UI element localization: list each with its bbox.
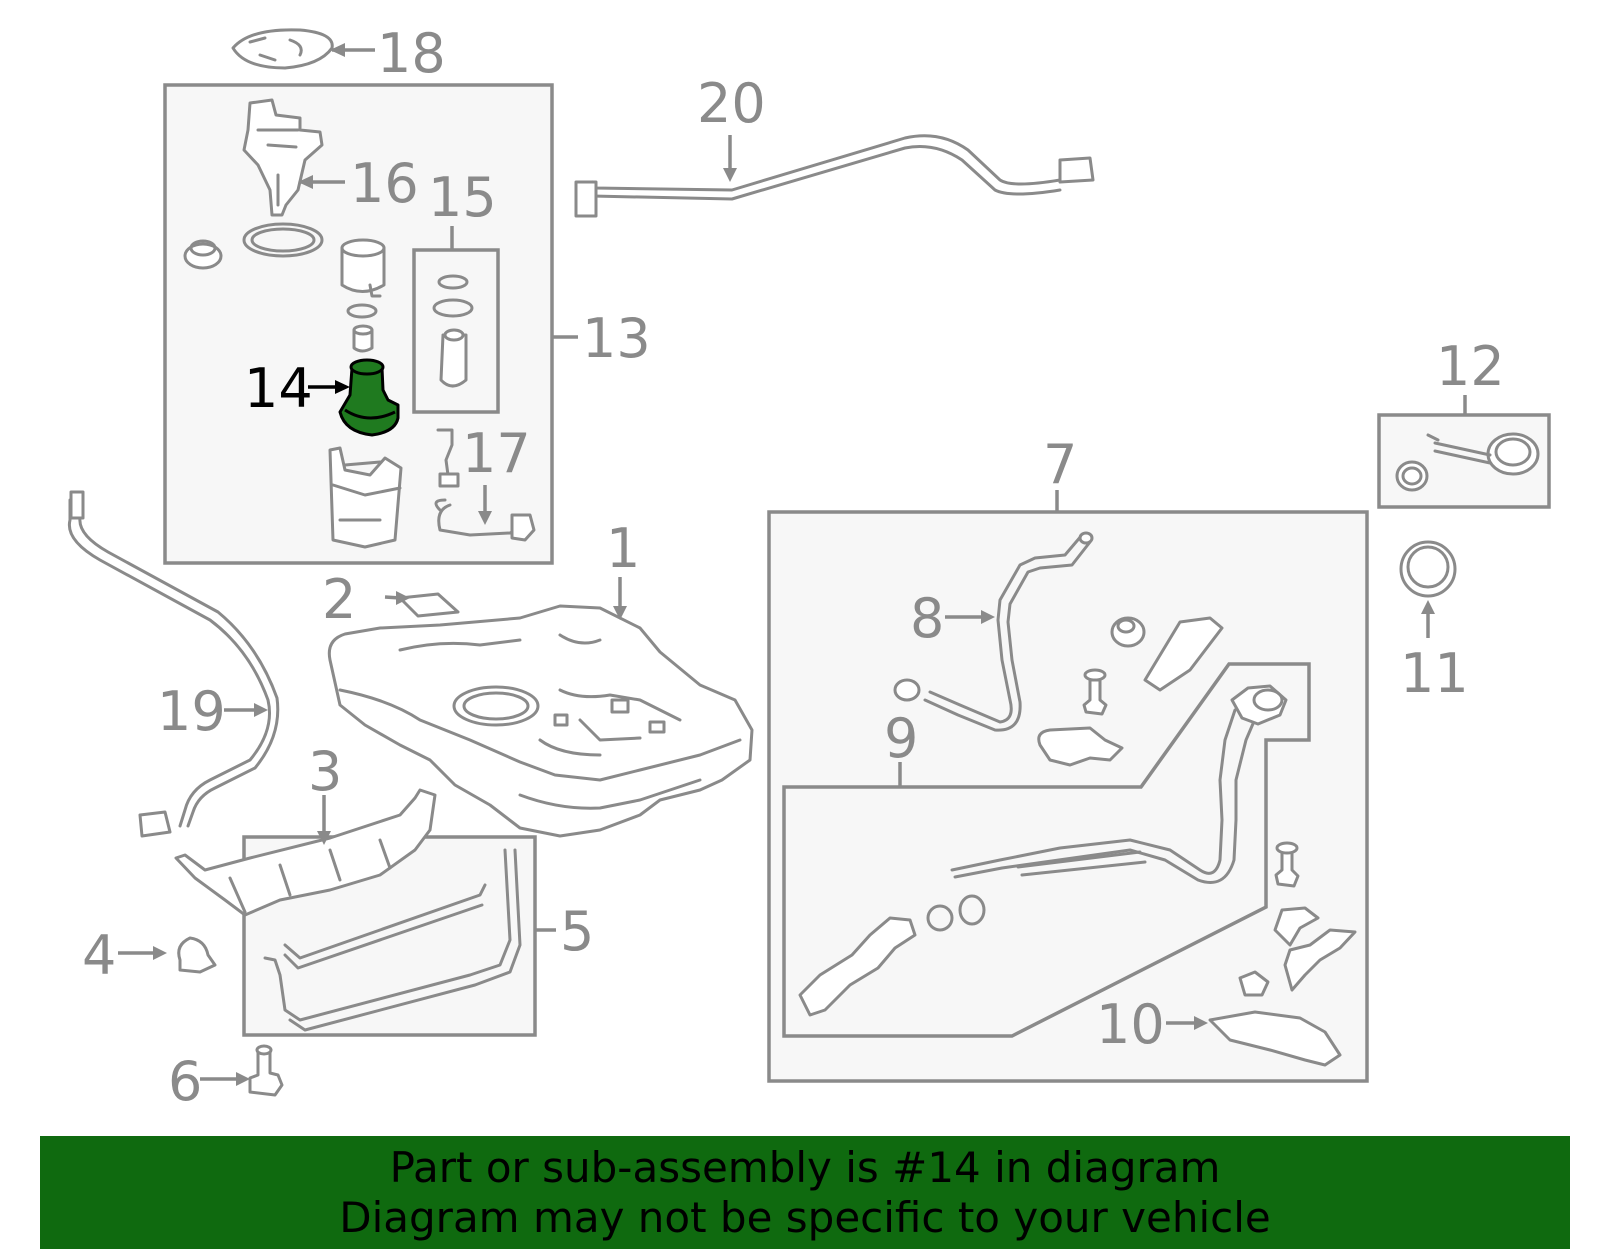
part-15-regulator: [439, 328, 468, 388]
part-valve: [1037, 726, 1124, 767]
callout-19: 19: [157, 680, 226, 743]
banner-line-1: Part or sub-assembly is #14 in diagram: [389, 1142, 1221, 1192]
part-bracket-upper: [1273, 906, 1320, 947]
callout-6: 6: [168, 1050, 202, 1113]
callout-11: 11: [1400, 642, 1469, 705]
callout-16: 16: [350, 152, 419, 215]
part-17-wire-harness: [434, 428, 536, 542]
part-10-bracket: [1208, 1010, 1342, 1067]
part-4-clip: [177, 936, 217, 974]
callout-9: 9: [884, 707, 918, 770]
banner-line-2: Diagram may not be specific to your vehi…: [339, 1192, 1271, 1242]
part-1-fuel-tank: [327, 604, 754, 838]
part-washer: [346, 303, 378, 319]
callout-2: 2: [322, 568, 356, 631]
part-12-fuel-cap: [1395, 432, 1540, 492]
part-5-tank-straps: [263, 848, 522, 1032]
callout-4: 4: [82, 924, 116, 987]
part-14-highlighted-component: [338, 358, 400, 437]
part-grommet: [1110, 616, 1146, 648]
part-19-tube: [67, 490, 280, 838]
part-16-pump-flange: [242, 98, 324, 217]
callout-10: 10: [1096, 993, 1165, 1056]
part-8-breather-tube: [893, 531, 1094, 732]
part-o-ring: [242, 222, 324, 258]
part-bracket: [1143, 616, 1224, 692]
part-bolt-box7: [1082, 668, 1108, 716]
info-banner: Part or sub-assembly is #14 in diagram D…: [40, 1136, 1570, 1249]
callout-14: 14: [244, 357, 313, 420]
part-grommet-left: [183, 239, 223, 270]
callout-17: 17: [462, 422, 531, 485]
part-15-seal-b: [432, 298, 474, 318]
part-20-vent-tube: [574, 134, 1095, 218]
part-3-heat-shield: [174, 788, 437, 917]
callout-20: 20: [697, 72, 766, 135]
callout-8: 8: [910, 587, 944, 650]
part-15-seal-a: [437, 274, 469, 290]
part-clip-small: [1238, 970, 1270, 997]
part-bracket-lower: [1283, 928, 1357, 992]
callout-18: 18: [377, 22, 446, 85]
part-2-pad: [398, 592, 460, 618]
callout-13: 13: [582, 307, 651, 370]
part-9-filler-pipe: [950, 684, 1288, 884]
part-6-bolt: [248, 1044, 284, 1097]
part-fuel-filter: [340, 238, 386, 298]
callout-5: 5: [560, 900, 594, 963]
part-11-ring: [1399, 540, 1457, 598]
callout-12: 12: [1436, 335, 1505, 398]
callout-3: 3: [308, 740, 342, 803]
part-spacer: [352, 324, 374, 353]
part-fuel-strainer: [328, 446, 403, 549]
part-filler-hose: [798, 894, 986, 1017]
callout-15: 15: [428, 166, 497, 229]
callout-7: 7: [1043, 433, 1077, 496]
part-18-retainer-ring: [231, 28, 334, 70]
callout-1: 1: [606, 517, 640, 580]
part-bolt-box9: [1274, 841, 1300, 888]
